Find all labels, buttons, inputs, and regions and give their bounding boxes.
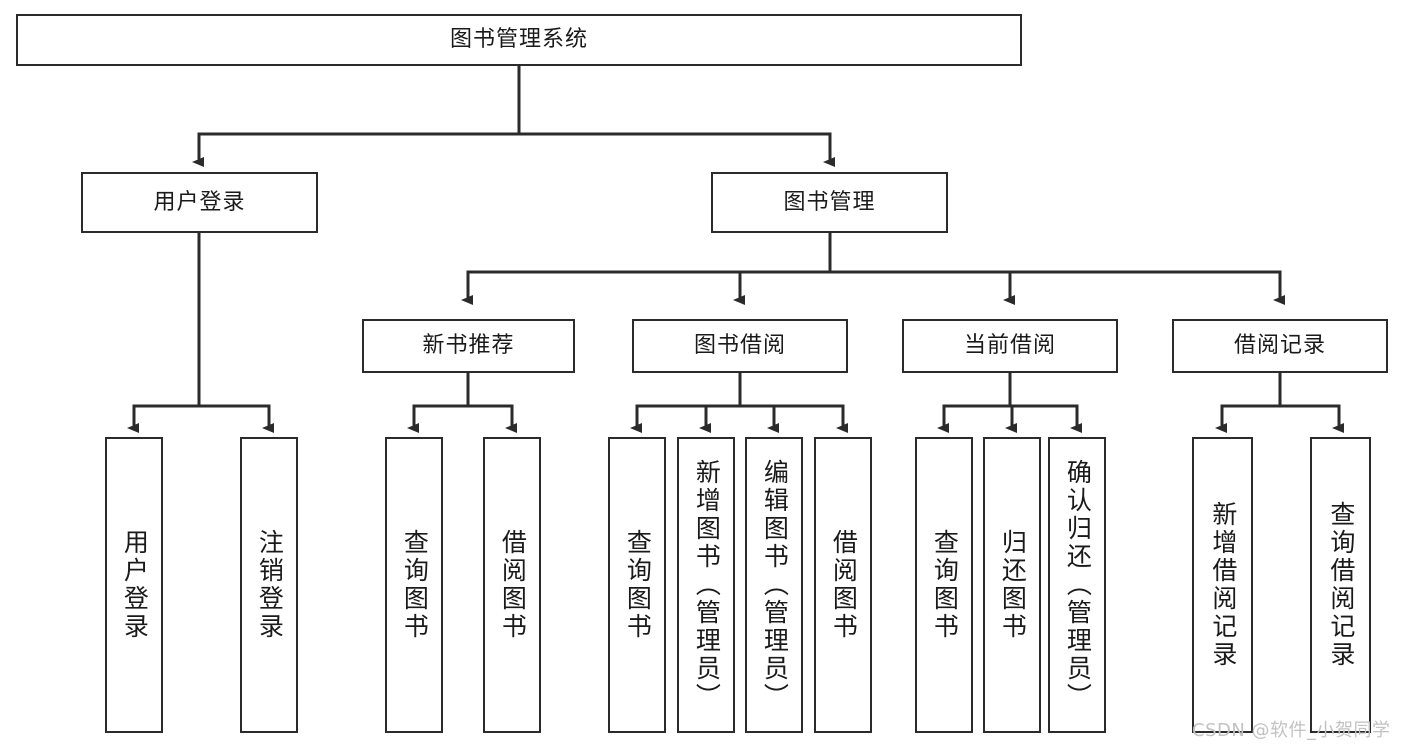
node-leaf-borrow-book-1[interactable]: 借阅图书 [483,437,541,733]
node-new-book-recommend[interactable]: 新书推荐 [362,319,575,373]
node-leaf-logout-login-label: 注销登录 [255,529,285,641]
node-leaf-borrow-book-1-label: 借阅图书 [498,529,528,641]
node-book-borrow-label: 图书借阅 [693,333,786,359]
node-leaf-borrow-book-2[interactable]: 借阅图书 [814,437,872,733]
node-user-login-label: 用户登录 [153,189,246,215]
node-leaf-add-record-label: 新增借阅记录 [1208,501,1238,669]
node-current-borrow[interactable]: 当前借阅 [902,319,1118,373]
node-leaf-query-book-3-label: 查询图书 [930,529,960,641]
node-leaf-user-login[interactable]: 用户登录 [105,437,163,733]
node-borrow-record[interactable]: 借阅记录 [1172,319,1388,373]
node-leaf-query-book-3[interactable]: 查询图书 [915,437,973,733]
node-current-borrow-label: 当前借阅 [963,333,1056,359]
node-leaf-confirm-return[interactable]: 确认归还（管理员） [1048,437,1106,733]
node-leaf-query-book-2-label: 查询图书 [623,529,653,641]
node-root[interactable]: 图书管理系统 [16,14,1022,66]
node-leaf-logout-login[interactable]: 注销登录 [240,437,298,733]
node-borrow-record-label: 借阅记录 [1233,333,1326,359]
node-leaf-edit-book-label: 编辑图书（管理员） [760,459,790,711]
node-leaf-query-book-1[interactable]: 查询图书 [385,437,443,733]
node-leaf-add-record[interactable]: 新增借阅记录 [1192,437,1253,733]
node-user-login[interactable]: 用户登录 [81,172,318,233]
node-leaf-edit-book[interactable]: 编辑图书（管理员） [745,437,803,733]
node-leaf-query-book-2[interactable]: 查询图书 [608,437,666,733]
node-leaf-return-book-label: 归还图书 [998,529,1028,641]
node-root-label: 图书管理系统 [449,27,588,53]
node-leaf-add-book-label: 新增图书（管理员） [692,459,722,711]
node-leaf-query-record[interactable]: 查询借阅记录 [1310,437,1371,733]
node-leaf-confirm-return-label: 确认归还（管理员） [1063,459,1093,711]
node-leaf-return-book[interactable]: 归还图书 [983,437,1041,733]
node-book-management[interactable]: 图书管理 [711,172,948,233]
node-leaf-add-book[interactable]: 新增图书（管理员） [677,437,735,733]
node-new-book-recommend-label: 新书推荐 [422,333,515,359]
node-leaf-query-record-label: 查询借阅记录 [1326,501,1356,669]
node-book-borrow[interactable]: 图书借阅 [632,319,848,373]
node-leaf-query-book-1-label: 查询图书 [400,529,430,641]
watermark-text: CSDN @软件_小贺同学 [1192,720,1391,741]
node-book-management-label: 图书管理 [783,189,876,215]
node-leaf-borrow-book-2-label: 借阅图书 [829,529,859,641]
node-leaf-user-login-label: 用户登录 [120,529,150,641]
